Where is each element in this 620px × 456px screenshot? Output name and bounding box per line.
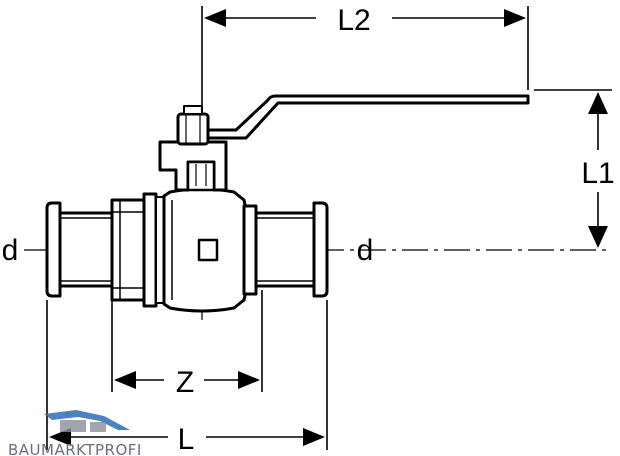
label-d-left: d	[2, 234, 19, 267]
label-l2: L2	[337, 4, 370, 37]
dimension-l1	[534, 89, 612, 248]
stem	[186, 160, 216, 192]
label-d-right: d	[357, 234, 374, 267]
hex-nut	[176, 112, 210, 146]
stem-assembly	[158, 94, 530, 192]
left-union-nut	[110, 198, 146, 302]
label-l1: L1	[581, 157, 614, 190]
watermark-text: BAUMARKTPROFI	[8, 441, 142, 456]
dimension-z	[111, 290, 263, 392]
watermark-logo	[44, 410, 130, 432]
label-l: L	[178, 423, 195, 456]
dimension-l	[46, 300, 328, 450]
valve-body	[45, 187, 329, 313]
left-press-fitting	[45, 201, 114, 298]
lever-handle	[206, 94, 530, 140]
position-indicator	[197, 238, 219, 262]
dimension-l2	[201, 6, 529, 110]
watermark-roof-icon	[44, 410, 130, 430]
right-press-fitting	[242, 201, 329, 298]
body-flanges	[142, 192, 165, 308]
label-z: Z	[176, 366, 194, 399]
